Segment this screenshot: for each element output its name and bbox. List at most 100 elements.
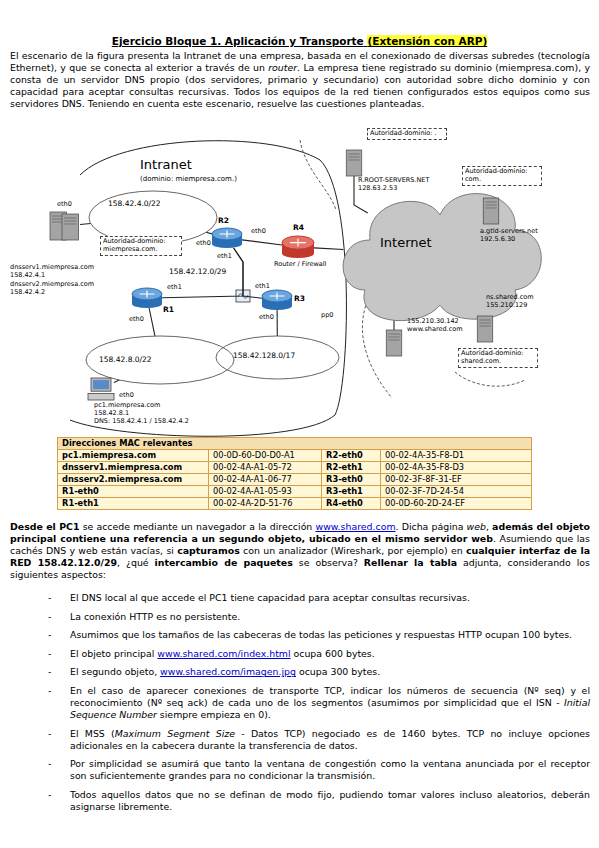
pc-monitor [91, 378, 111, 391]
link-text: www.shared.com/imagen.jpg [160, 666, 296, 677]
bullet-text: Todos aquellos datos que no se definan d… [70, 789, 590, 812]
authority-callout: Autoridad-dominio: . [367, 128, 447, 140]
subnet-area: 158.42.128.0/17 [215, 335, 340, 380]
bullet-text: El objeto principal www.shared.com/index… [70, 648, 375, 659]
table-cell: 00-02-4A-35-F8-D1 [381, 450, 532, 462]
authority-callout: Autoridad-dominio: shared.com. [458, 348, 538, 368]
mac-table: Direcciones MAC relevantespc1.miempresa.… [57, 437, 532, 510]
bullet-item: -Por simplicidad se asumirá que tanto la… [10, 758, 590, 782]
network-link [234, 248, 262, 298]
table-header: Direcciones MAC relevantes [58, 438, 532, 450]
table-cell: 00-0D-60-2D-24-EF [381, 498, 532, 510]
node-label: Internet [380, 235, 432, 251]
body-text: Todos aquellos datos que no se definan d… [70, 789, 590, 812]
body-text: capturamos [177, 545, 240, 556]
server-tower [62, 214, 79, 240]
body-text: se accede mediante un navegador a la dir… [80, 521, 316, 532]
dns-server-shape [383, 330, 405, 356]
bullet-dash: - [48, 789, 51, 801]
intranet-region: Intranet (dominio: miempresa.com.) 158.42.… [40, 135, 360, 440]
body-text: se observa? [293, 557, 364, 568]
body-text: router [268, 62, 297, 73]
table-cell: R1-eth0 [58, 486, 209, 498]
bullet-item: - En el caso de aparecer conexiones de tr… [10, 685, 590, 721]
server-slot [64, 218, 77, 219]
node-label: dnsserv1.miempresa.com 158.42.4.1 [10, 264, 105, 280]
subnet-area: 158.42.8.0/22 [85, 335, 235, 385]
body-text: En el caso de aparecer conexiones de tra… [70, 685, 590, 708]
bullet-dash: - [48, 728, 51, 740]
table-cell: R3-eth0 [322, 474, 381, 486]
interface-label: eth0 [258, 314, 275, 321]
bullet-item: -El MSS (Maximum Segment Size - Datos TC… [10, 728, 590, 752]
title: Ejercicio Bloque 1. Aplicación y Transpo… [112, 35, 364, 47]
router-shape [212, 228, 242, 248]
router-arrows [140, 290, 155, 297]
interface-label: eth0 [128, 316, 145, 323]
node-label: R4 [293, 223, 304, 232]
interface-label: eth0 [195, 240, 212, 247]
server-slot [348, 160, 359, 161]
body-text: Maximum Segment Size [115, 728, 235, 739]
server-slot [479, 320, 490, 321]
server-slot [388, 340, 399, 341]
table-cell: R2-eth0 [322, 450, 381, 462]
network-link [80, 224, 91, 225]
node-label: R2 [218, 216, 229, 225]
intranet-outline [70, 141, 346, 437]
dashed-arc [300, 140, 336, 210]
node-label: Intranet [140, 157, 192, 173]
router-base [212, 240, 242, 248]
table-cell: pc1.miempresa.com [58, 450, 209, 462]
network-link [314, 248, 343, 250]
table-cell: 00-02-3F-7D-24-54 [381, 486, 532, 498]
table-cell: 00-02-4A-A1-05-72 [209, 462, 322, 474]
router: R1 [132, 288, 162, 308]
server-tower [386, 330, 401, 356]
table-cell: 00-02-4A-A1-05-93 [209, 486, 322, 498]
title-line: Ejercicio Bloque 1. Aplicación y Transpo… [0, 35, 599, 47]
server-slot [64, 221, 77, 222]
server-slot [485, 202, 496, 203]
router-top [282, 236, 314, 249]
network-link [242, 240, 282, 245]
interface-label: eth0 [118, 392, 135, 399]
node-label: 155.210.30.142 www.shared.com [407, 318, 467, 334]
interface-label: eth1 [216, 253, 233, 260]
dns-server-shape [343, 150, 365, 176]
body-text: ocupa 300 bytes. [296, 666, 380, 677]
dns-server-pair: Autoridad-dominio: miempresa.com.dnsserv… [50, 212, 80, 240]
dns-server-shape [474, 316, 496, 342]
network-link [114, 380, 119, 383]
bullet-dash: - [48, 685, 51, 697]
router-arrows [290, 239, 306, 247]
interface-label: eth1 [166, 284, 183, 291]
body-text: El segundo objeto, [70, 666, 160, 677]
router: R3 [262, 290, 292, 310]
server-slot [485, 205, 496, 206]
table-cell: R2-eth1 [322, 462, 381, 474]
interface-label: eth1 [254, 283, 271, 290]
pc-keyboard [88, 393, 114, 400]
body-text: El MSS ( [70, 728, 115, 739]
interface-label: eth0 [250, 228, 267, 235]
subnet-label: 158.42.12.0/29 [168, 268, 227, 277]
server-slot [485, 208, 496, 209]
bullet-text: En el caso de aparecer conexiones de tra… [70, 685, 590, 720]
body-text: Asumimos que los tamaños de las cabecera… [70, 629, 572, 640]
node-label: 158.42.8.0/22 [99, 355, 152, 364]
router-firewall: R4Router / Firewall [282, 236, 314, 258]
bullet-item: -El DNS local al que accede el PC1 tiene… [10, 592, 590, 604]
node-label: (dominio: miempresa.com.) [140, 175, 237, 183]
subnet-outline [216, 336, 339, 379]
server-tower [483, 198, 498, 224]
table-cell: 00-02-3F-8F-31-EF [381, 474, 532, 486]
dns-server: Autoridad-dominio: .R.ROOT-SERVERS.NET 1… [343, 150, 365, 176]
bullet-text: La conexión HTTP es no persistente. [70, 611, 240, 622]
node-label: R.ROOT-SERVERS.NET 128.63.2.53 [358, 177, 443, 193]
link-text: www.shared.com/index.html [157, 648, 290, 659]
bullet-item: -La conexión HTTP es no persistente. [10, 611, 590, 623]
body-text: web [467, 521, 486, 532]
body-text: Rellenar la tabla [364, 557, 457, 568]
